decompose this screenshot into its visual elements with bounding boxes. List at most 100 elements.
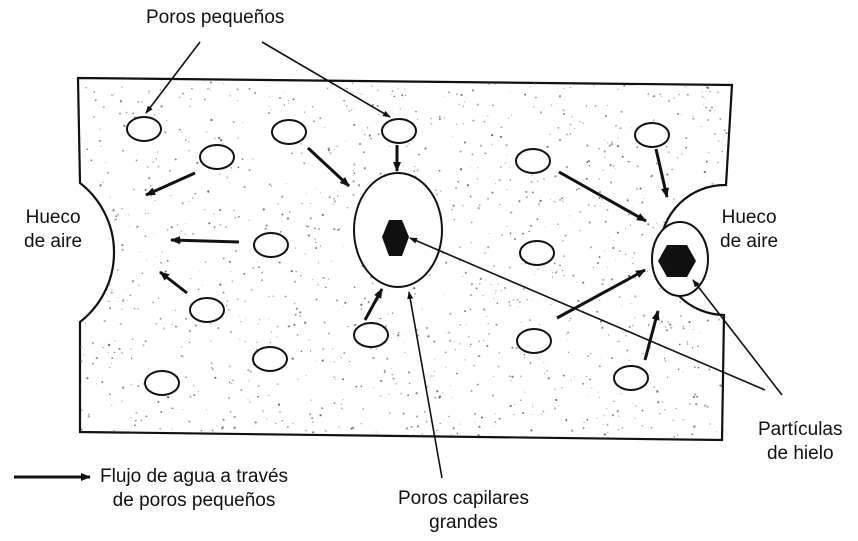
concrete-speckle	[599, 197, 601, 199]
concrete-speckle	[352, 180, 354, 182]
concrete-speckle	[576, 189, 578, 191]
concrete-speckle	[709, 91, 710, 92]
concrete-speckle	[142, 344, 144, 346]
concrete-speckle	[647, 223, 649, 225]
concrete-speckle	[160, 262, 162, 264]
concrete-speckle	[488, 333, 490, 335]
concrete-speckle	[297, 379, 298, 380]
concrete-speckle	[195, 324, 197, 326]
concrete-speckle	[574, 128, 575, 129]
concrete-speckle	[287, 426, 289, 428]
concrete-speckle	[636, 188, 638, 190]
concrete-speckle	[193, 394, 195, 396]
concrete-speckle	[509, 167, 510, 168]
concrete-speckle	[372, 104, 374, 106]
concrete-speckle	[611, 143, 613, 145]
concrete-speckle	[158, 110, 159, 111]
concrete-speckle	[82, 138, 83, 139]
concrete-speckle	[677, 113, 679, 115]
concrete-speckle	[615, 168, 616, 169]
concrete-speckle	[329, 196, 331, 198]
concrete-speckle	[670, 327, 672, 329]
concrete-speckle	[628, 214, 629, 215]
concrete-speckle	[223, 83, 224, 84]
concrete-speckle	[632, 257, 633, 258]
concrete-speckle	[393, 333, 394, 334]
concrete-speckle	[562, 109, 564, 111]
concrete-speckle	[261, 279, 263, 281]
concrete-speckle	[617, 410, 619, 412]
concrete-speckle	[378, 133, 380, 135]
concrete-speckle	[370, 138, 372, 140]
concrete-speckle	[672, 420, 673, 421]
concrete-speckle	[613, 401, 614, 402]
concrete-speckle	[198, 288, 200, 290]
concrete-speckle	[487, 115, 488, 116]
concrete-speckle	[346, 105, 348, 107]
concrete-speckle	[689, 403, 691, 405]
concrete-speckle	[195, 157, 196, 158]
concrete-speckle	[362, 130, 363, 131]
concrete-speckle	[704, 171, 706, 173]
concrete-speckle	[289, 211, 291, 213]
concrete-speckle	[321, 407, 323, 409]
concrete-speckle	[249, 169, 251, 171]
concrete-speckle	[454, 341, 455, 342]
concrete-speckle	[601, 198, 603, 200]
concrete-speckle	[532, 175, 533, 176]
concrete-speckle	[418, 154, 420, 156]
concrete-speckle	[226, 176, 228, 178]
concrete-speckle	[416, 415, 418, 417]
concrete-speckle	[510, 232, 512, 234]
concrete-speckle	[88, 414, 89, 415]
concrete-speckle	[360, 304, 362, 306]
concrete-speckle	[530, 362, 532, 364]
concrete-speckle	[85, 87, 87, 89]
ice-particles-line1: Partículas	[758, 418, 842, 442]
concrete-speckle	[451, 397, 452, 398]
concrete-speckle	[509, 305, 511, 307]
concrete-speckle	[196, 162, 198, 164]
concrete-speckle	[435, 189, 437, 191]
concrete-speckle	[463, 123, 464, 124]
concrete-speckle	[465, 272, 467, 274]
concrete-speckle	[486, 316, 487, 317]
concrete-speckle	[196, 438, 197, 439]
concrete-speckle	[152, 161, 153, 162]
concrete-speckle	[233, 209, 235, 211]
concrete-speckle	[709, 110, 711, 112]
concrete-speckle	[697, 367, 699, 369]
concrete-speckle	[559, 265, 561, 267]
concrete-speckle	[603, 415, 604, 416]
concrete-speckle	[99, 129, 100, 130]
concrete-speckle	[685, 147, 687, 149]
concrete-speckle	[675, 438, 676, 439]
concrete-speckle	[528, 78, 530, 80]
concrete-speckle	[422, 309, 423, 310]
concrete-speckle	[242, 122, 243, 123]
concrete-speckle	[625, 335, 627, 337]
concrete-speckle	[686, 341, 688, 343]
concrete-speckle	[599, 178, 600, 179]
concrete-speckle	[343, 100, 345, 102]
concrete-speckle	[632, 325, 634, 327]
concrete-speckle	[389, 146, 390, 147]
concrete-speckle	[372, 357, 374, 359]
concrete-speckle	[188, 141, 189, 142]
concrete-speckle	[315, 242, 316, 243]
concrete-speckle	[478, 340, 480, 342]
concrete-speckle	[643, 198, 644, 199]
concrete-speckle	[85, 326, 86, 327]
concrete-speckle	[532, 300, 533, 301]
concrete-speckle	[145, 213, 146, 214]
concrete-speckle	[552, 272, 553, 273]
concrete-speckle	[293, 98, 295, 100]
concrete-speckle	[493, 376, 494, 377]
concrete-speckle	[312, 106, 313, 107]
concrete-speckle	[589, 379, 591, 381]
concrete-speckle	[462, 276, 463, 277]
concrete-speckle	[460, 151, 462, 153]
concrete-speckle	[446, 332, 447, 333]
concrete-speckle	[598, 434, 599, 435]
concrete-speckle	[353, 163, 355, 165]
